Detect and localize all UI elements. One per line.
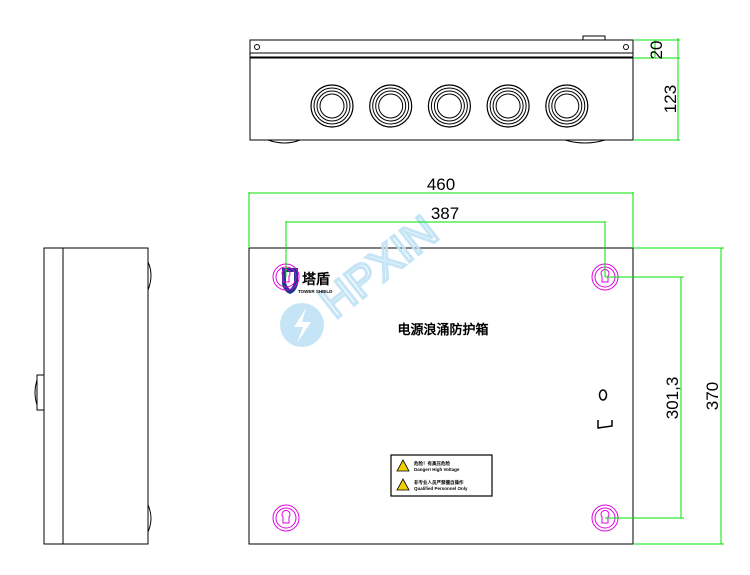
latch <box>36 374 45 411</box>
top-dimensions <box>633 38 680 141</box>
mounting-hole <box>272 504 300 532</box>
top-view <box>249 35 634 144</box>
svg-text:危险！有高压危险: 危险！有高压危险 <box>413 460 450 467</box>
dim-hole-spacing-h: 387 <box>431 204 459 223</box>
lock-icon <box>597 389 613 429</box>
side-view <box>34 247 152 545</box>
dim-box-depth: 123 <box>661 85 680 113</box>
dim-height: 370 <box>703 382 722 410</box>
svg-text:塔盾: 塔盾 <box>302 271 330 287</box>
front-dimensions <box>248 192 724 545</box>
svg-text:TOWER SHIELD: TOWER SHIELD <box>298 289 333 294</box>
cable-gland <box>310 84 354 128</box>
lid-strip <box>249 39 634 58</box>
svg-text:非专业人员严禁擅自操作: 非专业人员严禁擅自操作 <box>414 479 464 486</box>
warning-label: 危险！有高压危险 Danger! High Voltage 非专业人员严禁擅自操… <box>390 454 493 497</box>
box-body-top <box>249 57 634 141</box>
dim-lid-height: 20 <box>647 41 666 60</box>
watermark-text: HPXIN <box>311 206 447 327</box>
svg-text:Danger! High Voltage: Danger! High Voltage <box>414 467 460 472</box>
screw-icon <box>623 44 629 50</box>
screw-icon <box>254 44 260 50</box>
cable-gland <box>545 84 589 128</box>
dim-hole-spacing-v: 301,3 <box>663 377 682 420</box>
front-view: HPXIN 塔盾 TOWER SHIELD 电源浪涌防护箱 危险！有高压危险 D… <box>248 205 634 545</box>
cable-gland <box>369 84 413 128</box>
panel-title: 电源浪涌防护箱 <box>397 322 488 337</box>
cable-gland <box>486 84 530 128</box>
dim-width: 460 <box>427 175 455 194</box>
hinge <box>582 35 606 41</box>
cable-gland <box>427 84 471 128</box>
svg-text:Qualified Personnel Only: Qualified Personnel Only <box>414 486 468 491</box>
